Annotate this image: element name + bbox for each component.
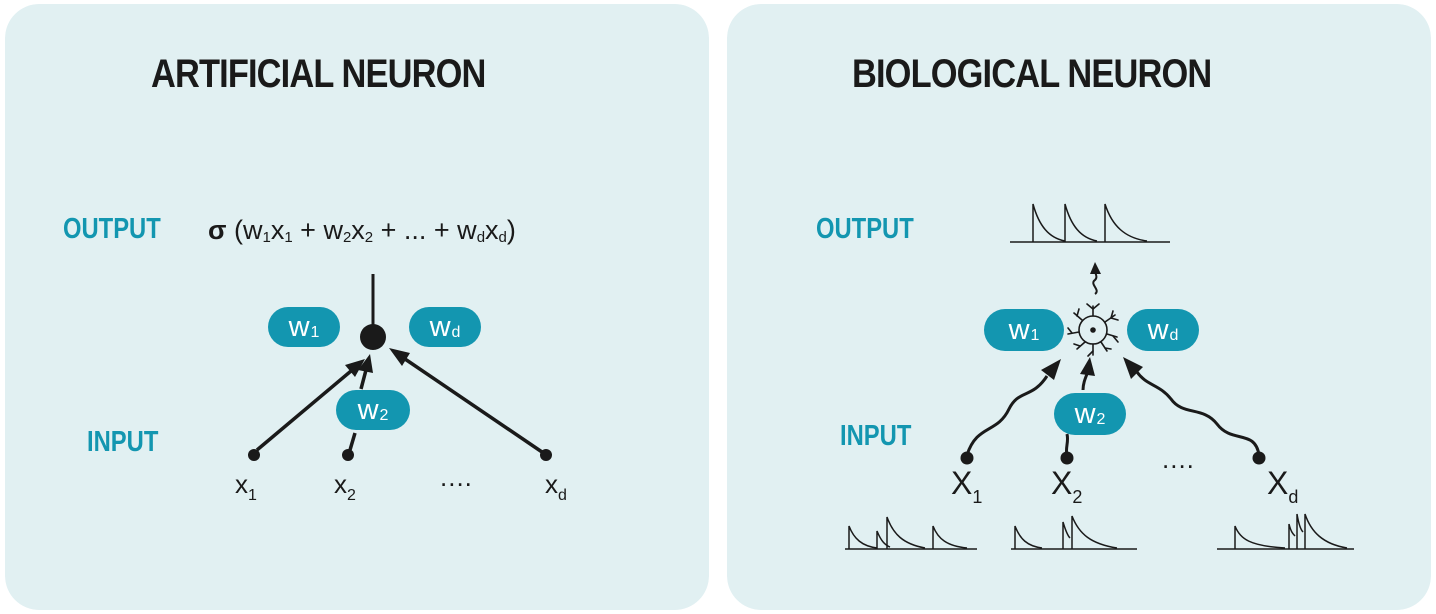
input-label-x1: X1 bbox=[951, 465, 983, 507]
input-label-x2: x2 bbox=[334, 469, 356, 504]
input-ellipsis: .... bbox=[440, 462, 473, 492]
input-label: INPUT bbox=[840, 420, 912, 452]
input-node-xd bbox=[540, 449, 552, 461]
edge-xd bbox=[404, 357, 543, 454]
input-node-x1 bbox=[248, 449, 260, 461]
edge-x1 bbox=[255, 369, 353, 452]
panel-background bbox=[5, 4, 709, 610]
output-label: OUTPUT bbox=[816, 213, 914, 245]
panel-title: ARTIFICIAL NEURON bbox=[151, 52, 486, 96]
biological-neuron-graphics bbox=[727, 4, 1431, 610]
output-formula: σ (w1x1 + w2x2 + ... + wdxd) bbox=[208, 215, 516, 246]
arrowhead-x2 bbox=[1080, 357, 1095, 376]
input-node-x1 bbox=[960, 451, 974, 465]
output-squiggle-arrow bbox=[1090, 262, 1101, 295]
edge-x2 bbox=[348, 432, 357, 451]
output-spike-train bbox=[1010, 203, 1170, 243]
input-spike-train-x1 bbox=[845, 516, 977, 550]
arrowhead-x1 bbox=[345, 359, 365, 377]
edge-x2-upper bbox=[1081, 373, 1089, 391]
input-node-x2 bbox=[342, 449, 354, 461]
input-ellipsis: .... bbox=[1162, 444, 1195, 474]
input-spike-train-x2 bbox=[1011, 515, 1137, 550]
arrowhead-xd bbox=[389, 348, 410, 366]
input-spike-train-xd bbox=[1217, 513, 1354, 550]
edge-x1 bbox=[965, 375, 1049, 456]
input-node-x2 bbox=[1060, 451, 1074, 465]
input-label-xd: xd bbox=[545, 469, 567, 504]
input-label: INPUT bbox=[87, 426, 159, 458]
arrowhead-x2 bbox=[358, 354, 373, 373]
neuron-cell-icon bbox=[1067, 303, 1119, 357]
edge-x2-upper bbox=[359, 369, 368, 390]
artificial-neuron-graphics bbox=[5, 4, 709, 610]
input-node-xd bbox=[1252, 451, 1266, 465]
sigma-symbol: σ bbox=[208, 215, 227, 245]
input-label-x2: X2 bbox=[1051, 465, 1083, 507]
panel-title: BIOLOGICAL NEURON bbox=[852, 52, 1212, 96]
arrowhead-xd bbox=[1123, 357, 1143, 379]
output-label: OUTPUT bbox=[63, 213, 161, 245]
artificial-neuron-panel: ARTIFICIAL NEURON OUTPUT INPUT σ (w1x1 +… bbox=[5, 4, 709, 610]
edge-xd bbox=[1135, 371, 1261, 456]
input-label-x1: x1 bbox=[235, 469, 257, 504]
arrowhead-x1 bbox=[1041, 359, 1061, 380]
input-label-xd: Xd bbox=[1267, 465, 1299, 507]
neuron-node bbox=[360, 324, 386, 350]
